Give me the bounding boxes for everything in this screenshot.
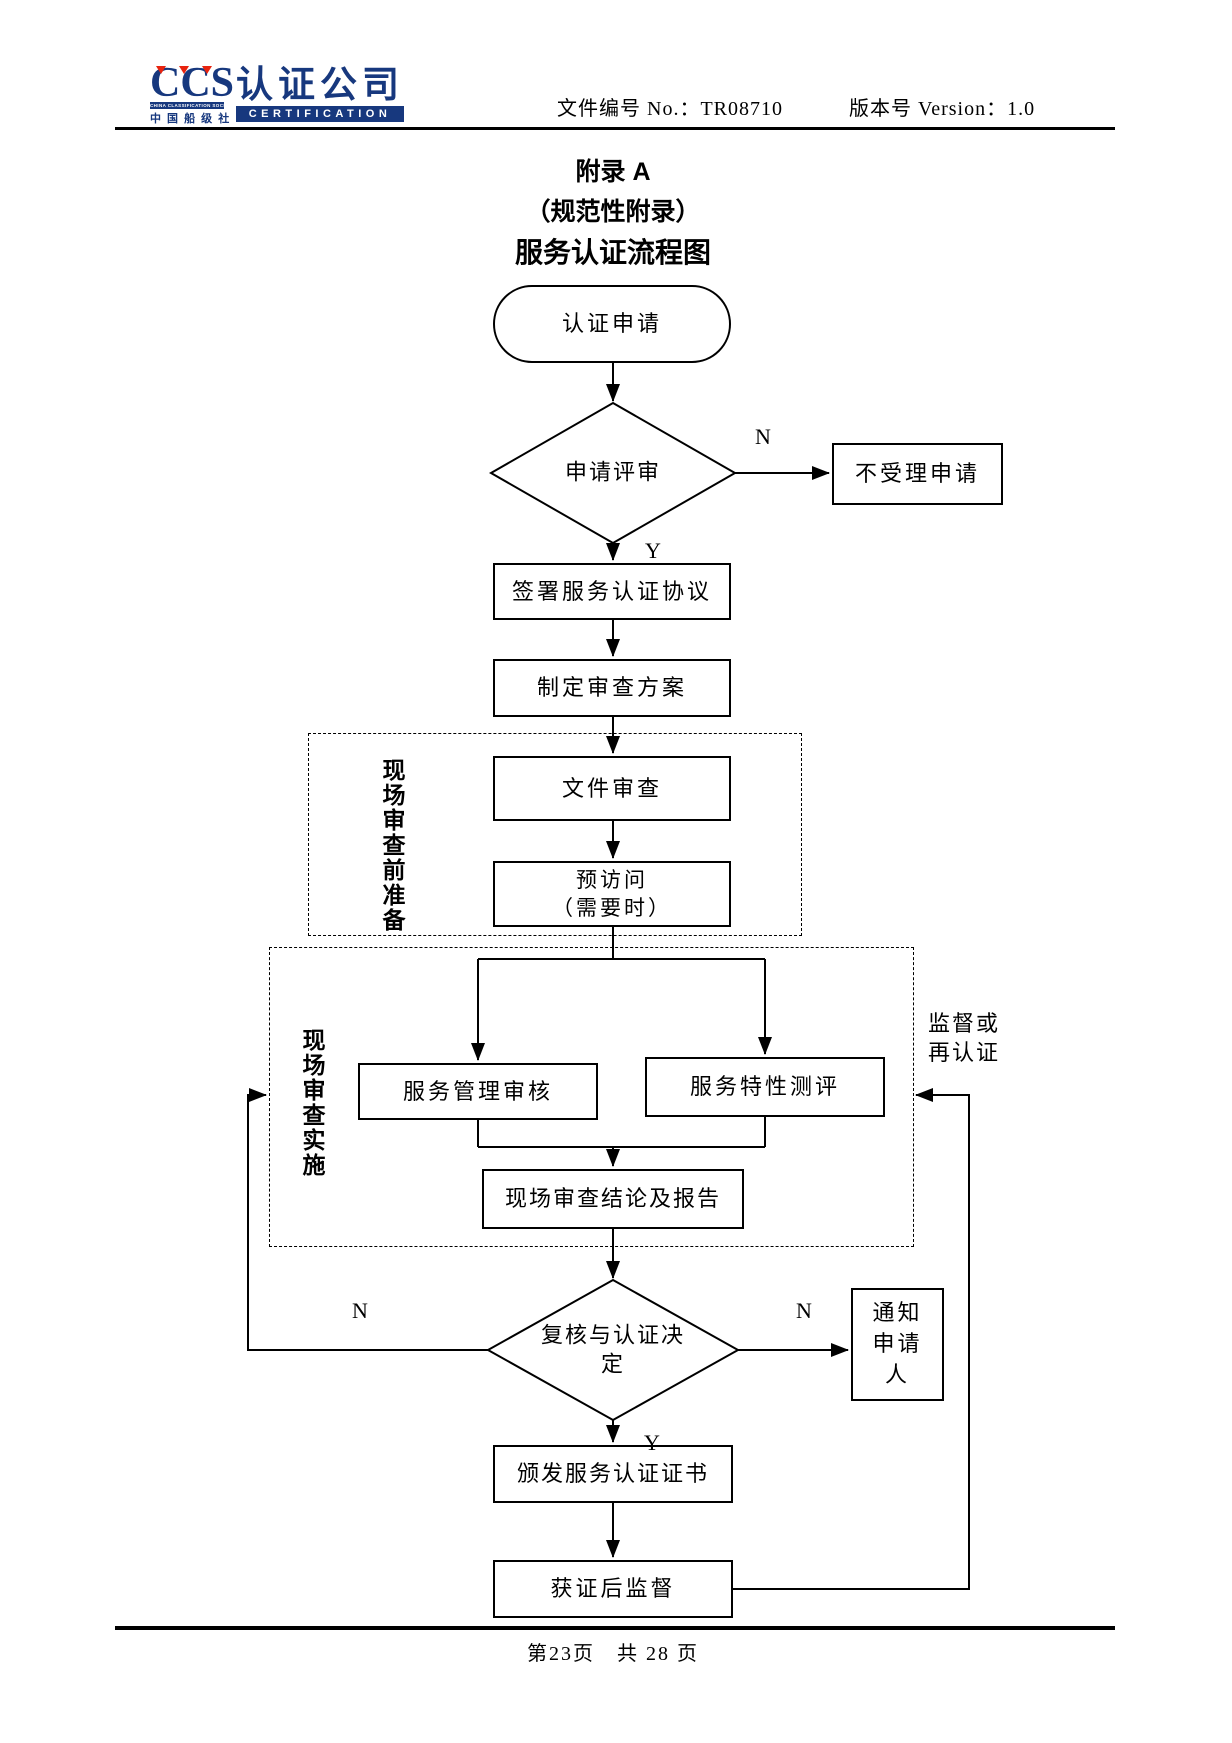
- stage-label-onsite: 现场审查实施: [299, 1028, 325, 1178]
- node-previsit: 预访问 （需要时）: [493, 861, 731, 927]
- title-line-2: （规范性附录）: [525, 198, 701, 226]
- certification-banner: CERTIFICATION: [236, 106, 404, 122]
- node-sign-agreement: 签署服务认证协议: [493, 563, 731, 620]
- node-document-review: 文件审查: [493, 756, 731, 821]
- decision-diamond-certification-decision: [485, 1278, 741, 1422]
- branch-label-n2-left: N: [352, 1298, 368, 1323]
- previsit-line-2: （需要时）: [552, 896, 672, 920]
- logo-red-accent: [156, 66, 166, 74]
- branch-label-n2-right: N: [796, 1298, 812, 1323]
- decision-diamond-application-review: [488, 401, 738, 545]
- footer-rule: [115, 1626, 1115, 1630]
- node-reject: 不受理申请: [832, 443, 1003, 505]
- supervise-line-2: 再认证: [928, 1039, 1001, 1065]
- version-number: 版本号 Version：1.0: [849, 98, 1036, 120]
- decision-line-1: 复核与认证决: [540, 1322, 686, 1348]
- branch-label-y1: Y: [645, 538, 661, 563]
- connector-post-loop-right: [733, 1088, 970, 1590]
- ccs-logo: CCS CHINA CLASSIFICATION SOCIETY 中 国 船 级…: [150, 62, 404, 126]
- notify-line-3: 人: [884, 1361, 910, 1387]
- stage-box-pre-audit: [308, 733, 802, 936]
- supervise-line-1: 监督或: [928, 1011, 1001, 1036]
- title-line-3: 服务认证流程图: [514, 237, 712, 268]
- node-issue-certificate: 颁发服务认证证书: [493, 1445, 733, 1503]
- node-notify-applicant: 通知 申请 人: [851, 1288, 944, 1401]
- node-service-feature-eval: 服务特性测评: [645, 1057, 885, 1117]
- branch-label-y2: Y: [644, 1430, 660, 1455]
- doc-number: 文件编号 No.：TR08710: [557, 98, 783, 120]
- logo-red-accent: [179, 66, 189, 74]
- company-wordmark: 认证公司: [236, 64, 404, 105]
- company-mark: 认证公司 CERTIFICATION: [236, 66, 404, 122]
- node-start: 认证申请: [493, 285, 731, 363]
- branch-label-n1: N: [755, 424, 771, 449]
- decision-label-application-review: 申请评审: [564, 459, 662, 485]
- label-supervision-recert: 监督或 再认证: [928, 1010, 1000, 1067]
- society-banner: CHINA CLASSIFICATION SOCIETY: [150, 102, 235, 110]
- connector-decision-loop-left: [247, 1088, 488, 1351]
- decision-line-2: 定: [600, 1351, 626, 1376]
- stage-label-pre-audit: 现场审查前准备: [379, 758, 405, 933]
- footer-page-info: 第23页 共 28 页: [527, 1643, 699, 1665]
- header-rule: [115, 127, 1115, 130]
- title-line-1: 附录 A: [575, 158, 651, 186]
- logo-red-accent: [202, 66, 212, 74]
- node-service-mgmt-audit: 服务管理审核: [358, 1063, 598, 1120]
- node-onsite-conclusion: 现场审查结论及报告: [482, 1169, 744, 1229]
- notify-line-2: 申请: [872, 1331, 923, 1357]
- stage-box-onsite: [269, 947, 914, 1247]
- society-name: 中 国 船 级 社: [150, 113, 231, 126]
- previsit-line-1: 预访问: [576, 867, 648, 892]
- node-post-supervision: 获证后监督: [493, 1560, 733, 1618]
- ccs-mark: CCS CHINA CLASSIFICATION SOCIETY 中 国 船 级…: [150, 62, 235, 126]
- notify-line-1: 通知: [872, 1300, 923, 1326]
- node-audit-plan: 制定审查方案: [493, 659, 731, 717]
- decision-label-certification-decision: 复核与认证决 定: [541, 1321, 685, 1378]
